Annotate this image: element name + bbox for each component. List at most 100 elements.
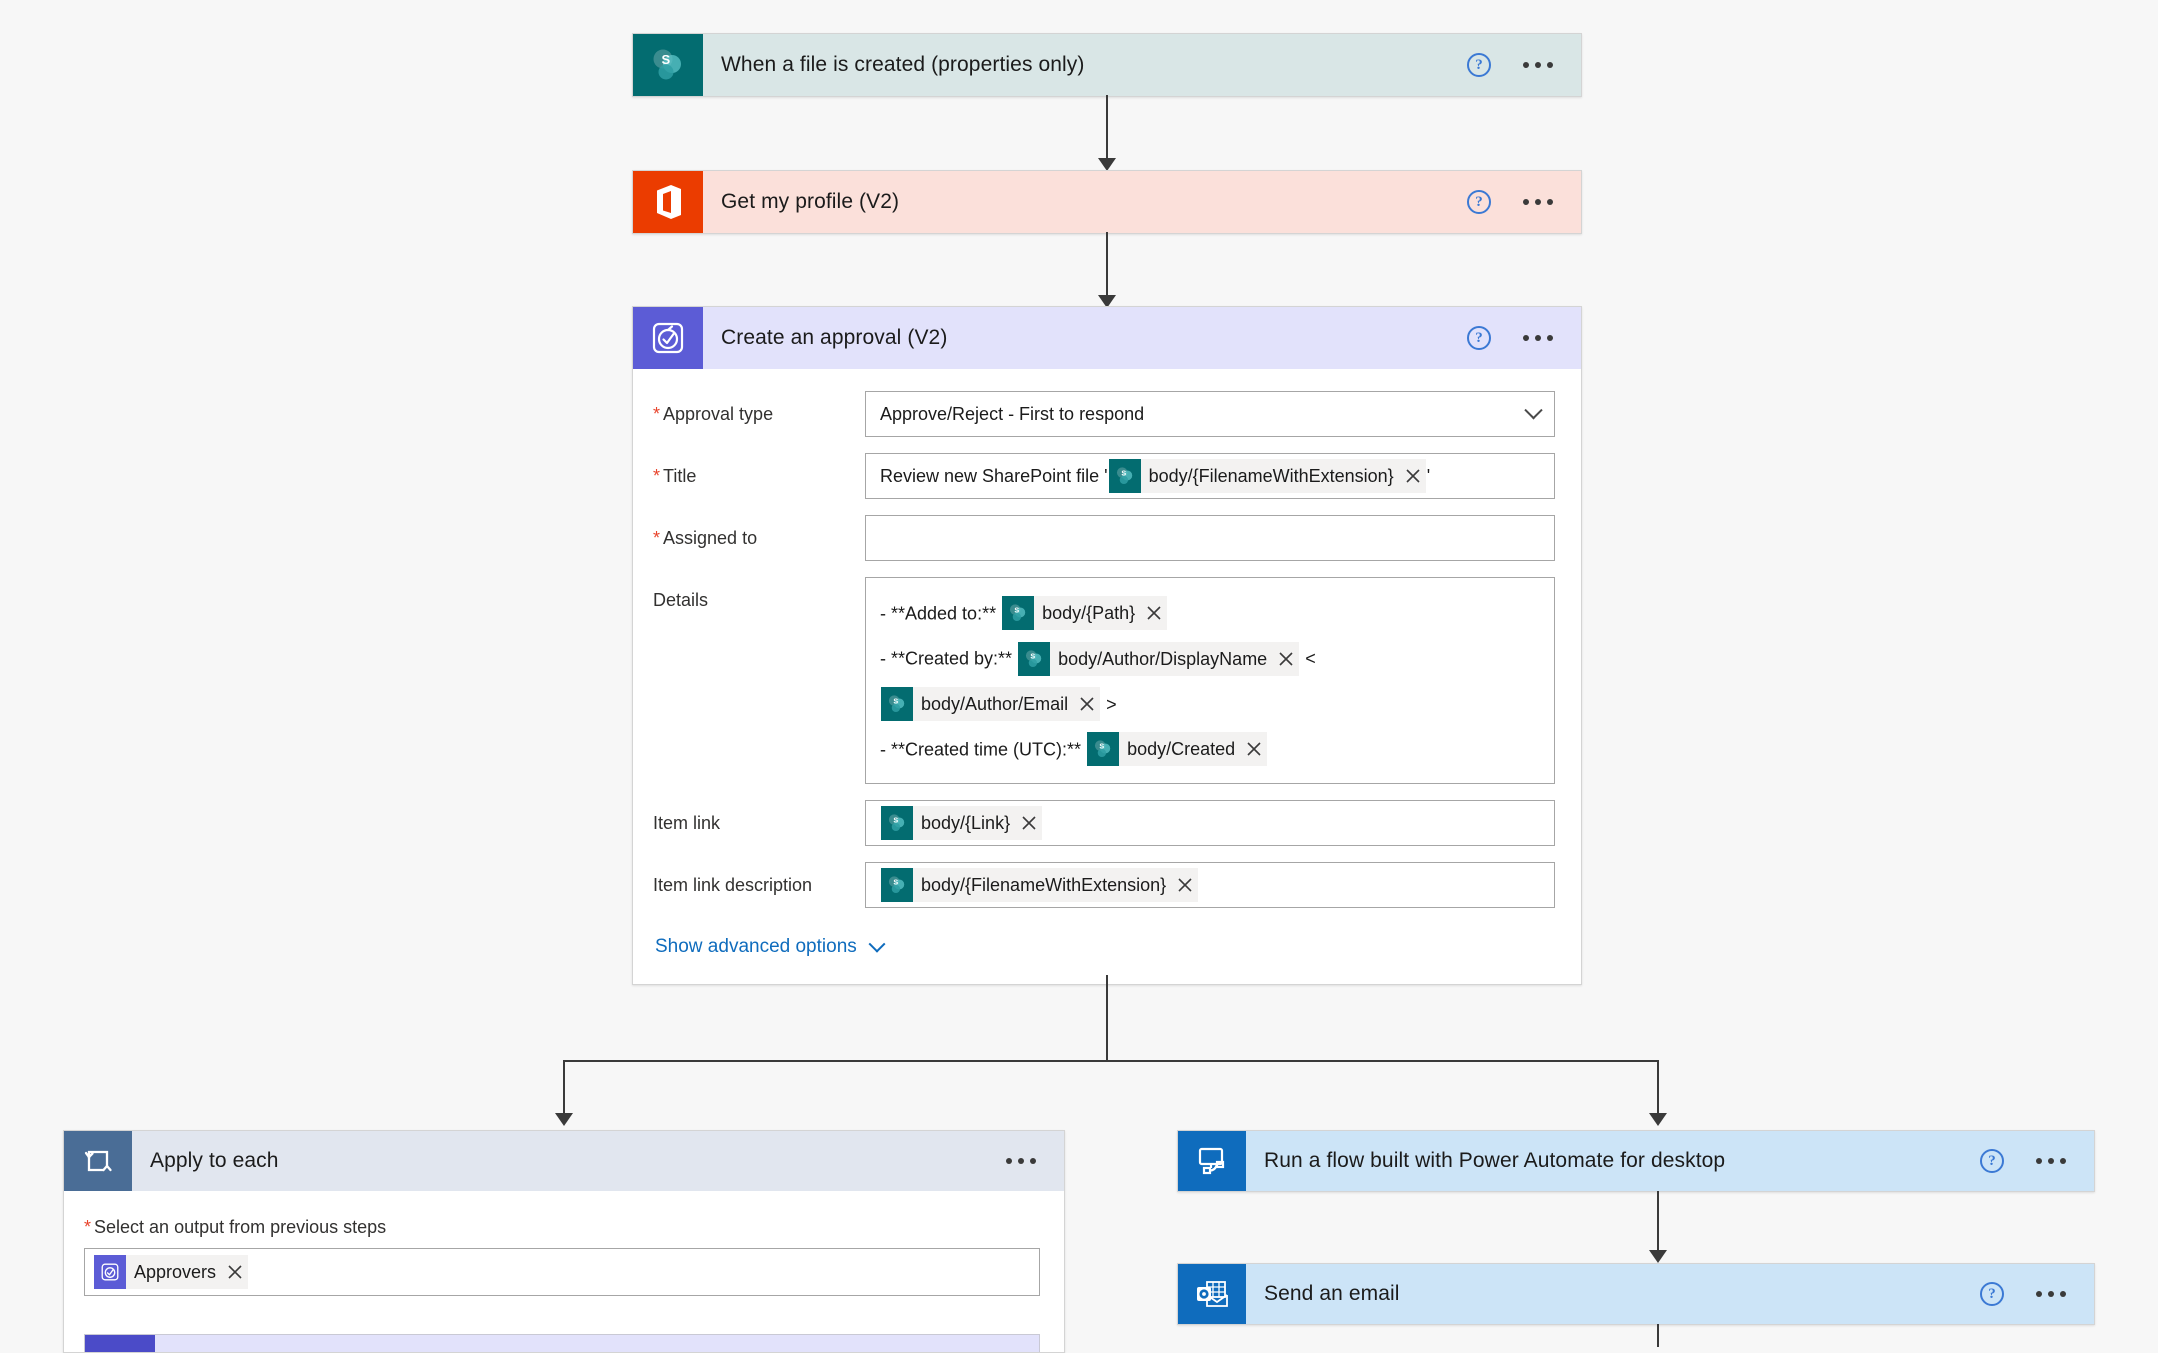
details-line: - **Added to:** S body/{Path}	[880, 590, 1540, 635]
form-row-title: Title Review new SharePoint file ' S	[653, 453, 1555, 499]
title-suffix-text: '	[1426, 465, 1431, 486]
card-when-a-file-is-created[interactable]: S When a file is created (properties onl…	[632, 33, 1582, 97]
remove-token-icon[interactable]	[1172, 868, 1198, 902]
remove-token-icon[interactable]	[1241, 732, 1267, 766]
card-title: Run a flow built with Power Automate for…	[1264, 1149, 1726, 1172]
card-title: Create an approval (V2)	[721, 326, 948, 349]
more-options-icon[interactable]	[2034, 1152, 2068, 1170]
card-create-an-approval[interactable]: Create an approval (V2) ? Approval type …	[632, 306, 1582, 985]
title-input[interactable]: Review new SharePoint file ' S body/{Fil…	[865, 453, 1555, 499]
form-row-assigned-to: Assigned to	[653, 515, 1555, 561]
outlook-icon	[1178, 1264, 1246, 1324]
help-icon[interactable]: ?	[1467, 53, 1491, 77]
approval-type-dropdown[interactable]: Approve/Reject - First to respond	[865, 391, 1555, 437]
select-output-input[interactable]: Approvers	[84, 1248, 1040, 1296]
field-label: Item link description	[653, 875, 813, 895]
card-get-my-profile[interactable]: Get my profile (V2) ?	[632, 170, 1582, 234]
card-header[interactable]: Run a flow built with Power Automate for…	[1178, 1131, 2094, 1191]
card-header[interactable]: Create an approval (V2) ?	[633, 307, 1581, 369]
remove-token-icon[interactable]	[1016, 806, 1042, 840]
form-row-approval-type: Approval type Approve/Reject - First to …	[653, 391, 1555, 437]
connector-arrow	[1098, 158, 1116, 171]
help-icon[interactable]: ?	[1467, 326, 1491, 350]
details-suffix-text: <	[1305, 648, 1316, 669]
dynamic-token-link[interactable]: S body/{Link}	[881, 806, 1043, 840]
nested-card-partial[interactable]	[84, 1334, 1040, 1352]
card-title: Send an email	[1264, 1282, 1400, 1305]
item-link-description-input[interactable]: S body/{FilenameWithExtension}	[865, 862, 1555, 908]
field-label: Assigned to	[653, 515, 865, 549]
remove-token-icon[interactable]	[1141, 596, 1167, 630]
card-title: When a file is created (properties only)	[721, 53, 1085, 76]
help-icon[interactable]: ?	[1980, 1282, 2004, 1306]
item-link-input[interactable]: S body/{Link}	[865, 800, 1555, 846]
svg-text:S: S	[893, 877, 898, 886]
more-options-icon[interactable]	[1521, 329, 1555, 347]
loop-icon	[64, 1131, 132, 1191]
remove-token-icon[interactable]	[1400, 459, 1426, 493]
svg-text:S: S	[1099, 741, 1104, 750]
connector-line	[1106, 975, 1108, 1062]
details-line: - **Created time (UTC):** S body/C	[880, 726, 1540, 771]
dynamic-token-author-displayname[interactable]: S body/Author/DisplayName	[1018, 641, 1300, 676]
card-actions	[1004, 1131, 1064, 1191]
svg-text:S: S	[893, 696, 898, 705]
approvals-icon	[94, 1255, 126, 1289]
card-header[interactable]: Apply to each	[64, 1131, 1064, 1191]
more-options-icon[interactable]	[1521, 56, 1555, 74]
sharepoint-icon: S	[881, 806, 913, 840]
card-apply-to-each[interactable]: Apply to each Select an output from prev…	[63, 1130, 1065, 1353]
title-prefix-text: Review new SharePoint file '	[880, 465, 1108, 486]
form-row-details: Details - **Added to:** S	[653, 577, 1555, 784]
remove-token-icon[interactable]	[1273, 642, 1299, 676]
dynamic-token-created[interactable]: S body/Created	[1087, 732, 1268, 766]
sharepoint-icon: S	[1018, 641, 1051, 676]
nested-card-icon	[85, 1335, 155, 1352]
dynamic-token-approvers[interactable]: Approvers	[94, 1255, 249, 1289]
form-row-item-link-description: Item link description S body/{FilenameWi…	[653, 862, 1555, 908]
approval-type-value: Approve/Reject - First to respond	[880, 403, 1145, 424]
details-prefix-text: - **Created by:**	[880, 648, 1013, 669]
field-label: Item link	[653, 813, 721, 833]
select-output-label: Select an output from previous steps	[84, 1217, 1040, 1238]
dynamic-token-filename[interactable]: S body/{FilenameWithExtension}	[1108, 459, 1426, 493]
field-label: Title	[653, 453, 865, 487]
chevron-down-icon[interactable]	[1524, 400, 1543, 419]
help-icon[interactable]: ?	[1980, 1149, 2004, 1173]
connector-line	[1657, 1060, 1659, 1122]
card-header[interactable]: Send an email ?	[1178, 1264, 2094, 1324]
sharepoint-icon: S	[881, 686, 913, 721]
token-label: body/{Link}	[921, 812, 1011, 833]
token-label: body/{Path}	[1042, 603, 1136, 624]
approvals-icon	[633, 307, 703, 369]
remove-token-icon[interactable]	[222, 1255, 248, 1289]
card-header[interactable]: Get my profile (V2) ?	[633, 171, 1581, 233]
card-actions: ?	[1467, 171, 1581, 233]
dynamic-token-path[interactable]: S body/{Path}	[1002, 596, 1168, 631]
token-label: body/Author/Email	[921, 693, 1069, 714]
card-send-an-email[interactable]: Send an email ?	[1177, 1263, 2095, 1325]
help-icon[interactable]: ?	[1467, 190, 1491, 214]
connector-arrow	[555, 1113, 573, 1126]
more-options-icon[interactable]	[1004, 1152, 1038, 1170]
remove-token-icon[interactable]	[1074, 687, 1100, 721]
svg-text:S: S	[1014, 606, 1019, 615]
show-advanced-options-label: Show advanced options	[655, 936, 857, 957]
token-label: body/Author/DisplayName	[1058, 648, 1268, 669]
connector-arrow	[1649, 1250, 1667, 1263]
details-suffix-text: >	[1106, 693, 1117, 714]
more-options-icon[interactable]	[2034, 1285, 2068, 1303]
dynamic-token-filename-description[interactable]: S body/{FilenameWithExtension}	[881, 868, 1199, 902]
dynamic-token-author-email[interactable]: S body/Author/Email	[881, 686, 1101, 721]
assigned-to-input[interactable]	[865, 515, 1555, 561]
connector-line	[1106, 95, 1108, 163]
card-header[interactable]: S When a file is created (properties onl…	[633, 34, 1581, 96]
more-options-icon[interactable]	[1521, 193, 1555, 211]
card-title: Get my profile (V2)	[721, 190, 900, 213]
card-run-desktop-flow[interactable]: Run a flow built with Power Automate for…	[1177, 1130, 2095, 1192]
show-advanced-options-button[interactable]: Show advanced options	[653, 935, 886, 958]
token-label: body/Created	[1127, 739, 1236, 759]
details-input[interactable]: - **Added to:** S body/{Path}	[865, 577, 1555, 784]
connector-line	[563, 1060, 565, 1122]
connector-line	[1657, 1324, 1659, 1347]
